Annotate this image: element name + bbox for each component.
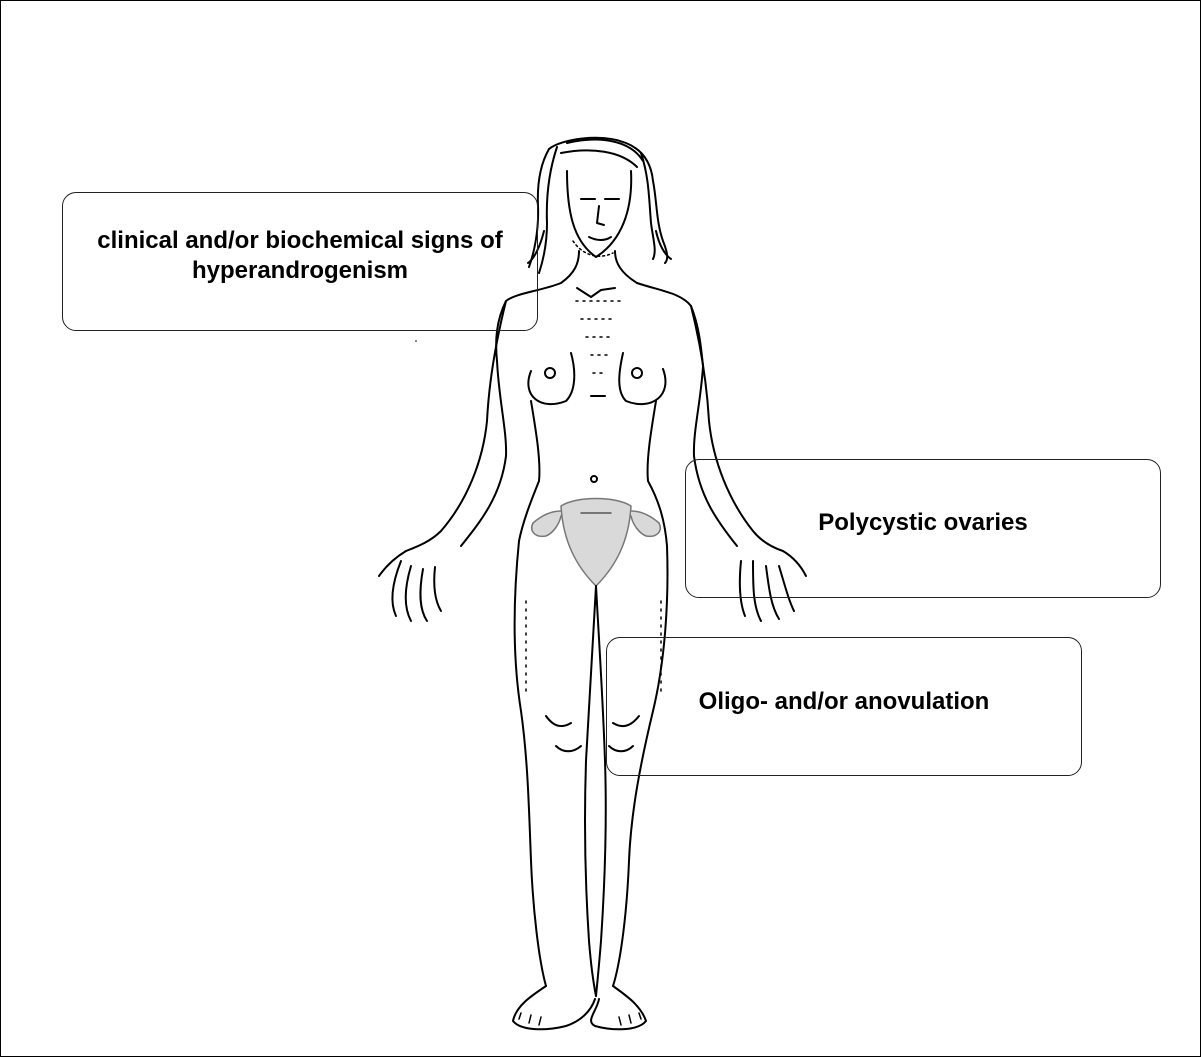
label-polycystic-ovaries-text: Polycystic ovaries: [818, 508, 1027, 538]
label-hyperandrogenism-text: clinical and/or biochemical signs of hyp…: [65, 226, 535, 286]
label-anovulation-text: Oligo- and/or anovulation: [699, 687, 990, 717]
face-icon: [567, 171, 631, 257]
uterus-ovaries-icon: [532, 499, 660, 587]
label-anovulation: Oligo- and/or anovulation: [606, 637, 1082, 776]
label-polycystic-ovaries: Polycystic ovaries: [685, 459, 1161, 598]
label-hyperandrogenism: clinical and/or biochemical signs of hyp…: [62, 192, 538, 331]
feet-outline: [513, 986, 646, 1029]
